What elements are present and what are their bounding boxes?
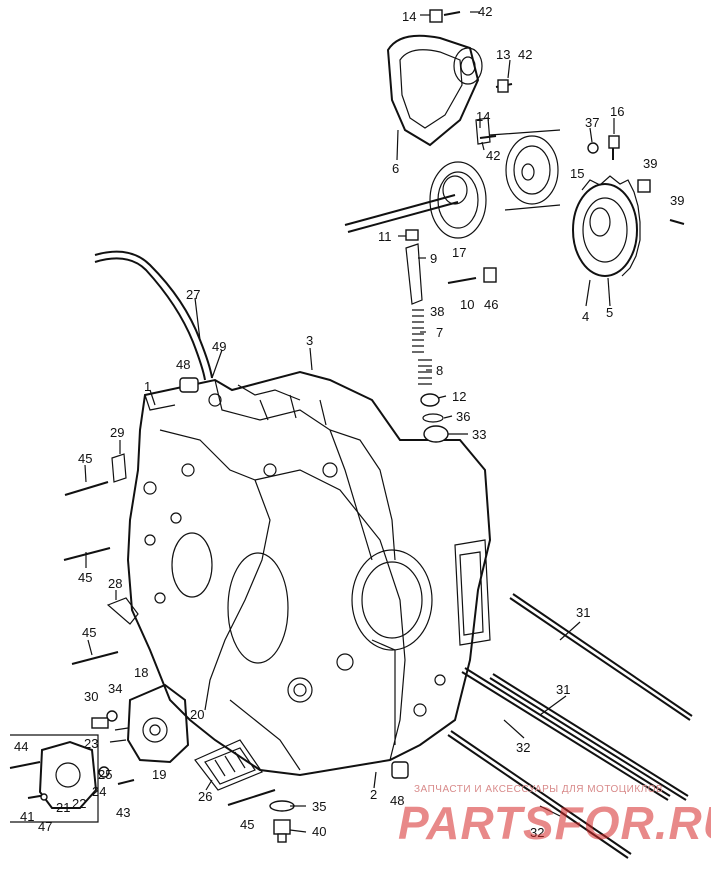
callout-26: 26	[198, 789, 213, 804]
callout-29: 29	[110, 425, 125, 440]
callout-30: 30	[84, 689, 99, 704]
callout-43: 43	[116, 805, 131, 820]
callout-31: 31	[576, 605, 591, 620]
callout-40: 40	[312, 824, 327, 839]
callout-37: 37	[585, 115, 600, 130]
callout-46: 46	[484, 297, 499, 312]
gear-15-drawing	[489, 129, 561, 211]
drain-plug-drawing	[269, 800, 295, 843]
callout-48: 48	[390, 793, 405, 808]
callout-19: 19	[152, 767, 167, 782]
callout-17: 17	[452, 245, 467, 260]
callout-12: 12	[452, 389, 467, 404]
callout-45: 45	[78, 451, 93, 466]
bolts-top-drawing	[429, 9, 685, 225]
callout-45: 45	[240, 817, 255, 832]
callout-38: 38	[430, 304, 445, 319]
callout-42: 42	[486, 148, 501, 163]
callout-11: 11	[378, 229, 392, 244]
callout-6: 6	[392, 161, 400, 176]
callout-45: 45	[82, 625, 97, 640]
callout-45: 45	[78, 570, 93, 585]
breather-tube-27-drawing	[94, 250, 213, 381]
strainer-26-drawing	[194, 739, 263, 791]
callout-32: 32	[530, 825, 545, 840]
sprocket-17-drawing	[344, 161, 487, 239]
callout-22: 22	[72, 796, 87, 811]
dowels-drawing	[179, 377, 409, 779]
callout-47: 47	[38, 819, 53, 834]
oil-pump-drawing	[91, 683, 190, 764]
watermark-caption: ЗАПЧАСТИ И АКСЕССУАРЫ ДЛЯ МОТОЦИКЛОВ	[414, 784, 664, 795]
callout-4: 4	[582, 309, 590, 324]
callout-28: 28	[108, 576, 123, 591]
callout-16: 16	[610, 104, 625, 119]
callout-49: 49	[212, 339, 227, 354]
callout-14: 14	[476, 109, 491, 124]
tensioner-stack-drawing	[405, 229, 497, 443]
callout-21: 21	[56, 800, 71, 815]
callout-24: 24	[92, 784, 107, 799]
callout-3: 3	[306, 333, 314, 348]
callout-35: 35	[312, 799, 327, 814]
crankcase-drawing	[126, 370, 492, 777]
callout-36: 36	[456, 409, 471, 424]
studs-drawing	[447, 593, 693, 859]
pump-cover-drawing	[9, 734, 135, 823]
callout-25: 25	[98, 767, 113, 782]
callout-5: 5	[606, 305, 614, 320]
bolts-45-drawing	[63, 453, 276, 806]
callout-32: 32	[516, 740, 531, 755]
callout-33: 33	[472, 427, 487, 442]
callout-18: 18	[134, 665, 149, 680]
sprocket-5-drawing	[572, 175, 641, 277]
callout-34: 34	[108, 681, 123, 696]
callout-42: 42	[518, 47, 533, 62]
callout-27: 27	[186, 287, 201, 302]
leader-lines	[84, 11, 615, 833]
callout-48: 48	[176, 357, 191, 372]
callout-15: 15	[570, 166, 585, 181]
callout-13: 13	[496, 47, 511, 62]
callout-14: 14	[402, 9, 417, 24]
callout-8: 8	[436, 363, 444, 378]
callout-2: 2	[370, 787, 378, 802]
callout-20: 20	[190, 707, 205, 722]
callout-23: 23	[84, 736, 99, 751]
callout-9: 9	[430, 251, 438, 266]
cover-6-drawing	[386, 34, 483, 147]
callout-44: 44	[14, 739, 29, 754]
callout-41: 41	[20, 809, 35, 824]
callout-42: 42	[478, 4, 493, 19]
callout-39: 39	[670, 193, 685, 208]
callout-31: 31	[556, 682, 571, 697]
callout-39: 39	[643, 156, 658, 171]
callout-7: 7	[436, 325, 444, 340]
watermark-brand: PARTSFOR.RU	[398, 797, 711, 849]
callout-10: 10	[460, 297, 475, 312]
callout-1: 1	[144, 379, 152, 394]
